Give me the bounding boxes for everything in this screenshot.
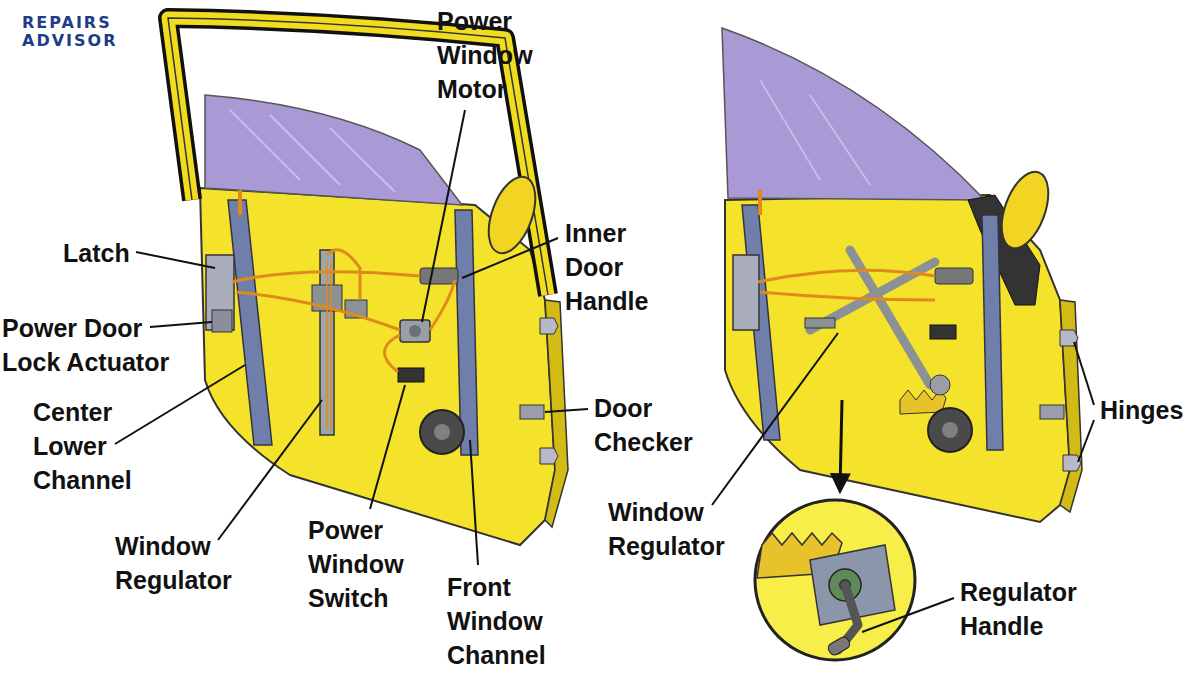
right-door-part (758, 190, 762, 215)
left-door-part (238, 190, 242, 215)
left-door-part (232, 250, 455, 372)
leader-lines-part (422, 110, 465, 322)
right-door-part (930, 375, 950, 395)
right-door-part (993, 166, 1058, 255)
right-door-part (930, 325, 956, 339)
leader-lines-part (862, 598, 954, 632)
right-door-part (982, 215, 1003, 450)
leader-lines-part (115, 365, 245, 444)
leader-lines-part (462, 238, 558, 278)
left-door-part (400, 320, 430, 342)
leader-lines-part (545, 409, 588, 412)
left-door-part (320, 250, 334, 435)
left-door-part (327, 262, 331, 430)
part-label: Hinges (1100, 393, 1195, 427)
left-door-part (230, 110, 395, 192)
right-door-part (805, 318, 835, 328)
left-door-part (480, 171, 545, 260)
leader-lines-part (218, 400, 322, 540)
left-door-part (420, 410, 464, 454)
part-label: Inner Door Handle (565, 216, 675, 318)
leader-lines-part (1074, 342, 1094, 405)
left-door-part (540, 318, 558, 464)
leader-lines-part (470, 440, 478, 565)
regulator-inset-part (826, 635, 851, 656)
left-door-part (205, 95, 462, 205)
part-label: Regulator Handle (960, 575, 1110, 643)
part-label: Latch (63, 236, 163, 270)
right-door-part (935, 268, 973, 284)
leader-lines (115, 110, 1094, 632)
part-label: Power Window Motor (437, 4, 577, 106)
left-door-part (398, 368, 424, 382)
right-door-part (733, 255, 759, 330)
left-door-part (212, 310, 232, 332)
leader-lines-part (1078, 420, 1094, 462)
part-label: Window Regulator (115, 529, 265, 597)
leader-lines-part (136, 252, 215, 268)
right-door-part (758, 270, 935, 300)
right-door-part (942, 422, 958, 438)
regulator-inset-part (755, 500, 915, 660)
left-door (168, 18, 568, 545)
left-door-part (434, 424, 450, 440)
part-label: Door Checker (594, 391, 719, 459)
part-label: Window Regulator (608, 495, 758, 563)
leader-lines-part (712, 333, 838, 505)
part-label: Power Window Switch (308, 513, 438, 615)
left-door-part (520, 405, 544, 419)
part-label: Power Door Lock Actuator (2, 311, 192, 379)
regulator-inset-part (840, 400, 842, 490)
watermark: REPAIRS ADVISOR (22, 14, 157, 50)
left-door-part (420, 268, 458, 284)
part-label: Front Window Channel (447, 570, 582, 672)
leader-lines-part (370, 385, 405, 509)
right-door-part (928, 408, 972, 452)
right-door (722, 28, 1082, 522)
right-door-part (760, 80, 870, 185)
right-door-part (1040, 405, 1064, 419)
part-label: Center Lower Channel (33, 395, 158, 497)
leader-lines-part (150, 322, 212, 327)
right-door-part (722, 28, 985, 200)
left-door-part (409, 325, 421, 337)
